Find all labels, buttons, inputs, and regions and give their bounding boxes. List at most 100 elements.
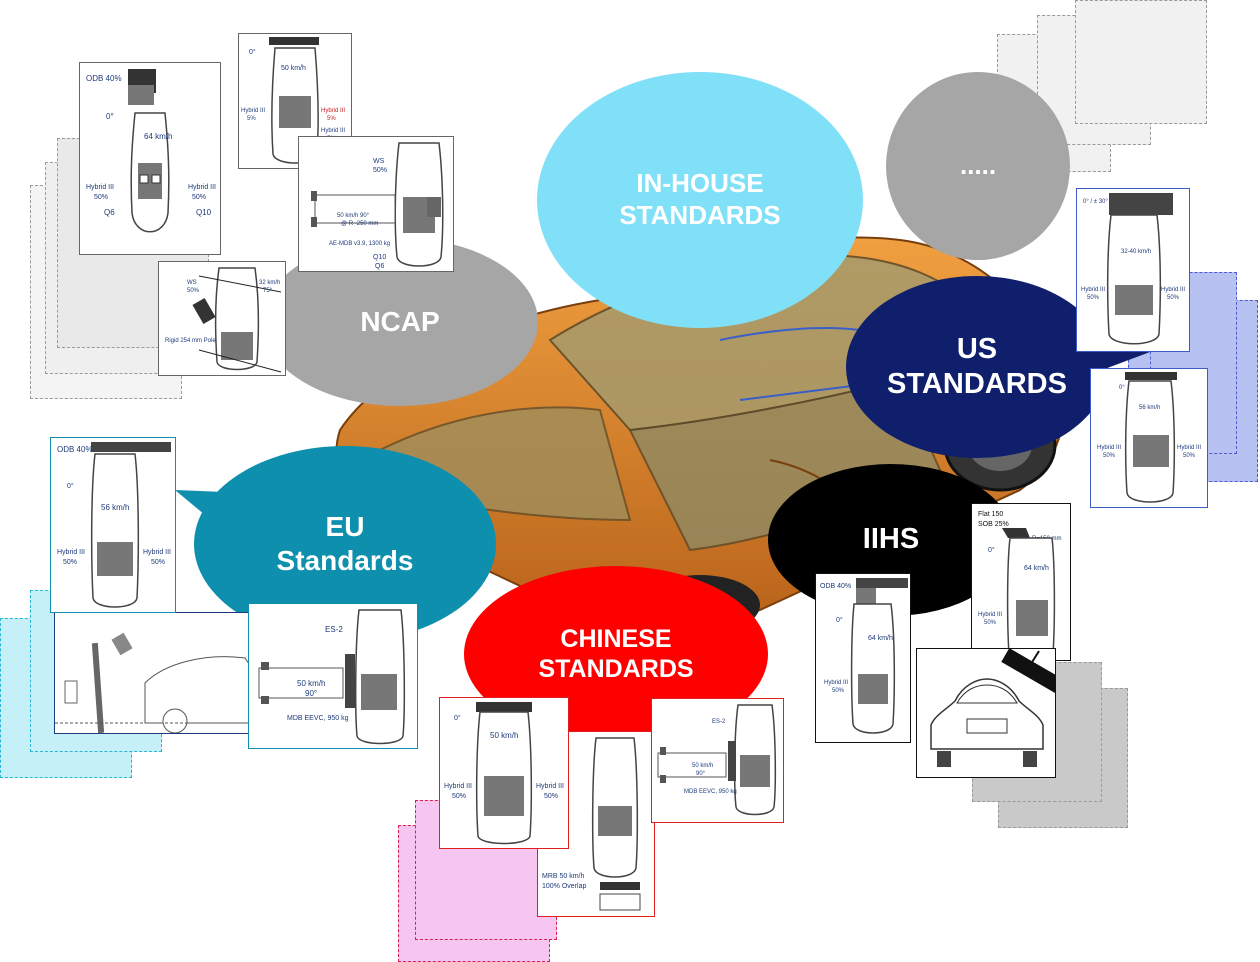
more-standards-bubble: ..... (886, 72, 1070, 260)
svg-text:50%: 50% (151, 559, 165, 566)
svg-text:MDB EEVC, 950 kg: MDB EEVC, 950 kg (287, 715, 349, 722)
svg-text:Hybrid III: Hybrid III (824, 680, 848, 686)
us-oblique-test-card: 0° / ± 30° 32-40 km/h Hybrid III 50% Hyb… (1076, 188, 1190, 352)
svg-text:Q10: Q10 (373, 254, 386, 261)
svg-text:Q6: Q6 (104, 208, 115, 217)
inhouse-bubble: IN-HOUSE STANDARDS (537, 72, 863, 328)
barrier-label: ODB 40% (86, 74, 122, 83)
svg-text:64 km/h: 64 km/h (1024, 565, 1049, 572)
svg-text:50%: 50% (452, 793, 466, 800)
svg-text:50%: 50% (984, 620, 997, 626)
svg-text:90°: 90° (696, 771, 706, 777)
svg-text:@ R -250 mm: @ R -250 mm (341, 221, 378, 227)
svg-text:Hybrid III: Hybrid III (241, 108, 265, 114)
inhouse-label-line1: IN-HOUSE (636, 168, 764, 199)
svg-text:Hybrid III: Hybrid III (1177, 445, 1201, 451)
svg-text:50%: 50% (192, 194, 206, 201)
us-label-line2: STANDARDS (887, 368, 1067, 400)
svg-text:Hybrid III: Hybrid III (86, 184, 114, 191)
ncap-odb-test-card: ODB 40% 0° 64 km/h Hybrid III 50% Hybrid… (79, 62, 221, 255)
svg-text:56 km/h: 56 km/h (1139, 405, 1160, 411)
svg-text:Hybrid III: Hybrid III (143, 549, 171, 556)
svg-text:50%: 50% (1183, 453, 1196, 459)
svg-text:ODB 40%: ODB 40% (57, 445, 93, 454)
iihs-roof-test-card (916, 648, 1056, 778)
iihs-label: IIHS (862, 523, 920, 556)
svg-text:MRB 50 km/h: MRB 50 km/h (542, 873, 585, 880)
svg-text:100% Overlap: 100% Overlap (542, 883, 586, 890)
chinese-label-line1: CHINESE (560, 624, 672, 653)
svg-text:56 km/h: 56 km/h (101, 503, 129, 512)
svg-text:50%: 50% (187, 288, 200, 294)
svg-text:AE-MDB v3.9, 1300 kg: AE-MDB v3.9, 1300 kg (329, 241, 390, 247)
svg-text:5%: 5% (247, 116, 256, 122)
ncap-pole-test-card: WS 50% 32 km/h 75° Rigid 254 mm Pole (158, 261, 286, 376)
svg-text:0°: 0° (988, 546, 995, 554)
svg-text:Hybrid III: Hybrid III (536, 783, 564, 790)
eu-label-line1: EU (325, 510, 365, 542)
svg-text:Hybrid III: Hybrid III (444, 783, 472, 790)
svg-text:Hybrid III: Hybrid III (57, 549, 85, 556)
more-label: ..... (959, 150, 997, 181)
svg-text:Flat 150: Flat 150 (978, 511, 1003, 518)
svg-text:50%: 50% (1087, 295, 1100, 301)
svg-text:50 km/h: 50 km/h (692, 763, 713, 769)
svg-text:Hybrid III: Hybrid III (321, 128, 345, 134)
svg-text:ES-2: ES-2 (712, 719, 726, 725)
svg-text:Hybrid III: Hybrid III (321, 108, 345, 114)
svg-text:Rigid 254 mm Pole: Rigid 254 mm Pole (165, 338, 216, 344)
svg-text:0°: 0° (836, 616, 843, 624)
svg-text:Hybrid III: Hybrid III (1161, 287, 1185, 293)
svg-text:5%: 5% (327, 116, 336, 122)
svg-text:Hybrid III: Hybrid III (188, 184, 216, 191)
us-label-line1: US (956, 332, 998, 365)
iihs-small-overlap-test-card: Flat 150 SOB 25% R=150 mm 0° 64 km/h Hyb… (971, 503, 1071, 661)
svg-text:50 km/h 90°: 50 km/h 90° (337, 213, 370, 219)
svg-text:Hybrid III: Hybrid III (978, 612, 1002, 618)
svg-text:50%: 50% (373, 167, 387, 174)
svg-text:50%: 50% (1103, 453, 1116, 459)
ncap-label: NCAP (360, 305, 440, 337)
svg-text:50 km/h: 50 km/h (297, 679, 325, 688)
svg-text:50 km/h: 50 km/h (281, 65, 306, 72)
svg-text:50%: 50% (544, 793, 558, 800)
eu-pedestrian-test-card (54, 612, 256, 734)
svg-text:64 km/h: 64 km/h (868, 635, 893, 642)
svg-text:50%: 50% (832, 688, 845, 694)
svg-text:90°: 90° (305, 689, 317, 698)
svg-text:WS: WS (373, 158, 385, 165)
eu-odb-test-card: ODB 40% 0° 56 km/h Hybrid III 50% Hybrid… (50, 437, 176, 613)
svg-text:50%: 50% (94, 194, 108, 201)
svg-text:WS: WS (187, 280, 197, 286)
chinese-label-line2: STANDARDS (538, 655, 694, 683)
svg-text:Hybrid III: Hybrid III (1081, 287, 1105, 293)
svg-text:75°: 75° (263, 288, 273, 294)
us-frontal-test-card: 0° 56 km/h Hybrid III 50% Hybrid III 50% (1090, 368, 1208, 508)
us-bubble: US STANDARDS (846, 276, 1108, 458)
svg-text:MDB EEVC, 950 kg: MDB EEVC, 950 kg (684, 789, 737, 795)
svg-text:Hybrid III: Hybrid III (1097, 445, 1121, 451)
svg-text:32 km/h: 32 km/h (259, 280, 280, 286)
svg-text:SOB 25%: SOB 25% (978, 521, 1009, 528)
svg-text:Q10: Q10 (196, 208, 212, 217)
svg-text:64 km/h: 64 km/h (144, 132, 172, 141)
svg-text:ES-2: ES-2 (325, 625, 343, 634)
eu-side-test-card: ES-2 50 km/h 90° MDB EEVC, 950 kg (248, 603, 418, 749)
svg-text:0°: 0° (106, 112, 114, 121)
svg-text:0°: 0° (1119, 385, 1125, 391)
svg-text:0°: 0° (67, 482, 74, 490)
more-placeholder-card (1075, 0, 1207, 124)
eu-label-line2: Standards (276, 545, 414, 576)
svg-text:ODB 40%: ODB 40% (820, 583, 851, 590)
iihs-odb-test-card: ODB 40% 0° 64 km/h Hybrid III 50% (815, 573, 911, 743)
svg-text:50%: 50% (1167, 295, 1180, 301)
svg-text:32-40 km/h: 32-40 km/h (1121, 249, 1151, 255)
svg-text:50%: 50% (63, 559, 77, 566)
inhouse-label-line2: STANDARDS (619, 200, 781, 230)
ncap-side-test-card: WS 50% 50 km/h 90° @ R -250 mm AE-MDB v3… (298, 136, 454, 272)
svg-text:0°: 0° (454, 714, 461, 722)
svg-text:0°: 0° (249, 48, 256, 56)
svg-text:50 km/h: 50 km/h (490, 731, 518, 740)
chinese-frontal-test-card: 0° 50 km/h Hybrid III 50% Hybrid III 50% (439, 697, 569, 849)
